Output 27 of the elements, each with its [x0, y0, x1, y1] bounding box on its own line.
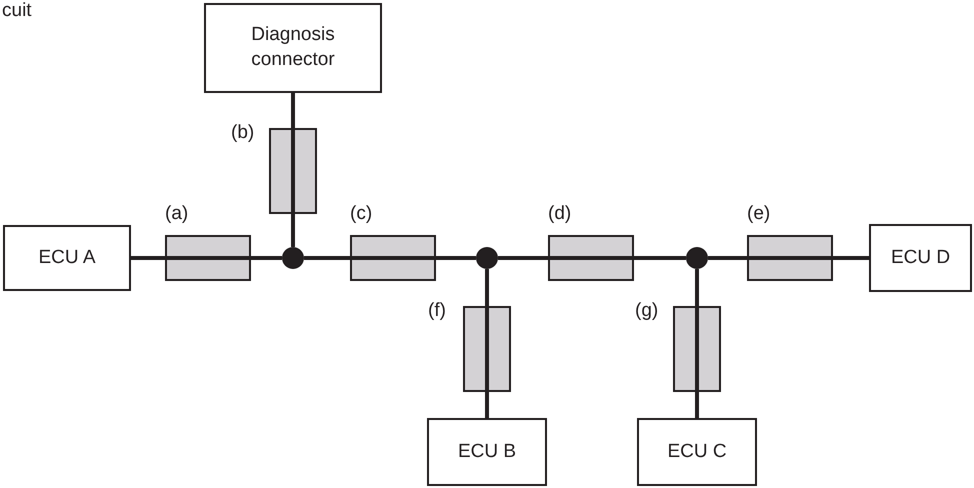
bus-line	[291, 93, 295, 128]
segment-label: (g)	[635, 300, 658, 322]
segment-label: (d)	[548, 203, 572, 225]
ecu-box: ECU C	[637, 418, 757, 486]
bus-line	[498, 256, 548, 260]
bus-line	[131, 256, 165, 260]
bus-line	[695, 392, 699, 418]
bus-line	[251, 256, 282, 260]
bus-line	[833, 256, 869, 260]
segment-label: (e)	[747, 203, 770, 225]
bus-line	[695, 269, 699, 306]
title-fragment: cuit	[2, 0, 32, 22]
ecu-box: ECU A	[3, 225, 131, 291]
segment-label: (c)	[350, 203, 372, 225]
segment-label: (f)	[428, 300, 446, 322]
bus-line	[304, 256, 350, 260]
bus-line	[436, 256, 476, 260]
bus-line	[485, 269, 489, 306]
bus-line	[708, 256, 747, 260]
segment-label: (b)	[231, 122, 254, 144]
ecu-box: ECU B	[427, 418, 547, 486]
bus-line	[634, 256, 686, 260]
bus-line	[485, 392, 489, 418]
ecu-box: ECU D	[869, 224, 972, 292]
ecu-box: Diagnosis connector	[204, 3, 382, 93]
bus-line	[291, 214, 295, 247]
segment-label: (a)	[165, 203, 188, 225]
